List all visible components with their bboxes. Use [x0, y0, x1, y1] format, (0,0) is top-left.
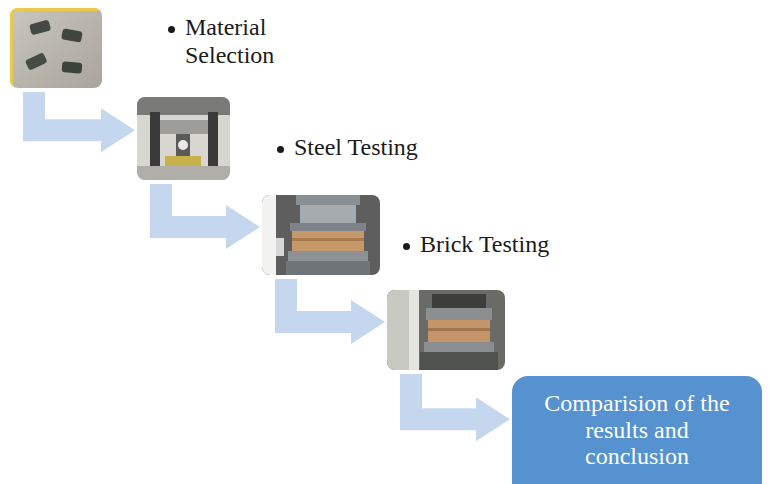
photo-frame	[387, 290, 505, 370]
bullet-dot	[277, 146, 284, 153]
samples-photo	[10, 8, 102, 88]
bullet-dot	[168, 26, 175, 33]
box-text: Comparision of the results and conclusio…	[539, 390, 735, 469]
step-text: Material Selection	[185, 14, 297, 69]
flow-arrow	[286, 279, 355, 322]
photo-frame: Brick Testing	[262, 195, 380, 275]
step-text: Brick Testing	[420, 231, 549, 259]
photo-frame: Material Selection	[10, 8, 102, 88]
step-label: Material Selection	[185, 14, 297, 69]
step-text: Steel Testing	[294, 134, 418, 162]
bullet-dot	[403, 243, 410, 250]
press-photo	[387, 290, 505, 370]
press-photo	[262, 195, 380, 275]
flow-arrow	[161, 184, 230, 227]
step-label: Brick Testing	[420, 231, 549, 259]
flow-arrow	[411, 374, 480, 419]
photo-frame: Steel Testing	[137, 97, 230, 180]
flow-arrow	[34, 92, 105, 130]
machine-photo	[137, 97, 230, 180]
step-label: Steel Testing	[294, 134, 418, 162]
result-box: Comparision of the results and conclusio…	[512, 376, 762, 484]
